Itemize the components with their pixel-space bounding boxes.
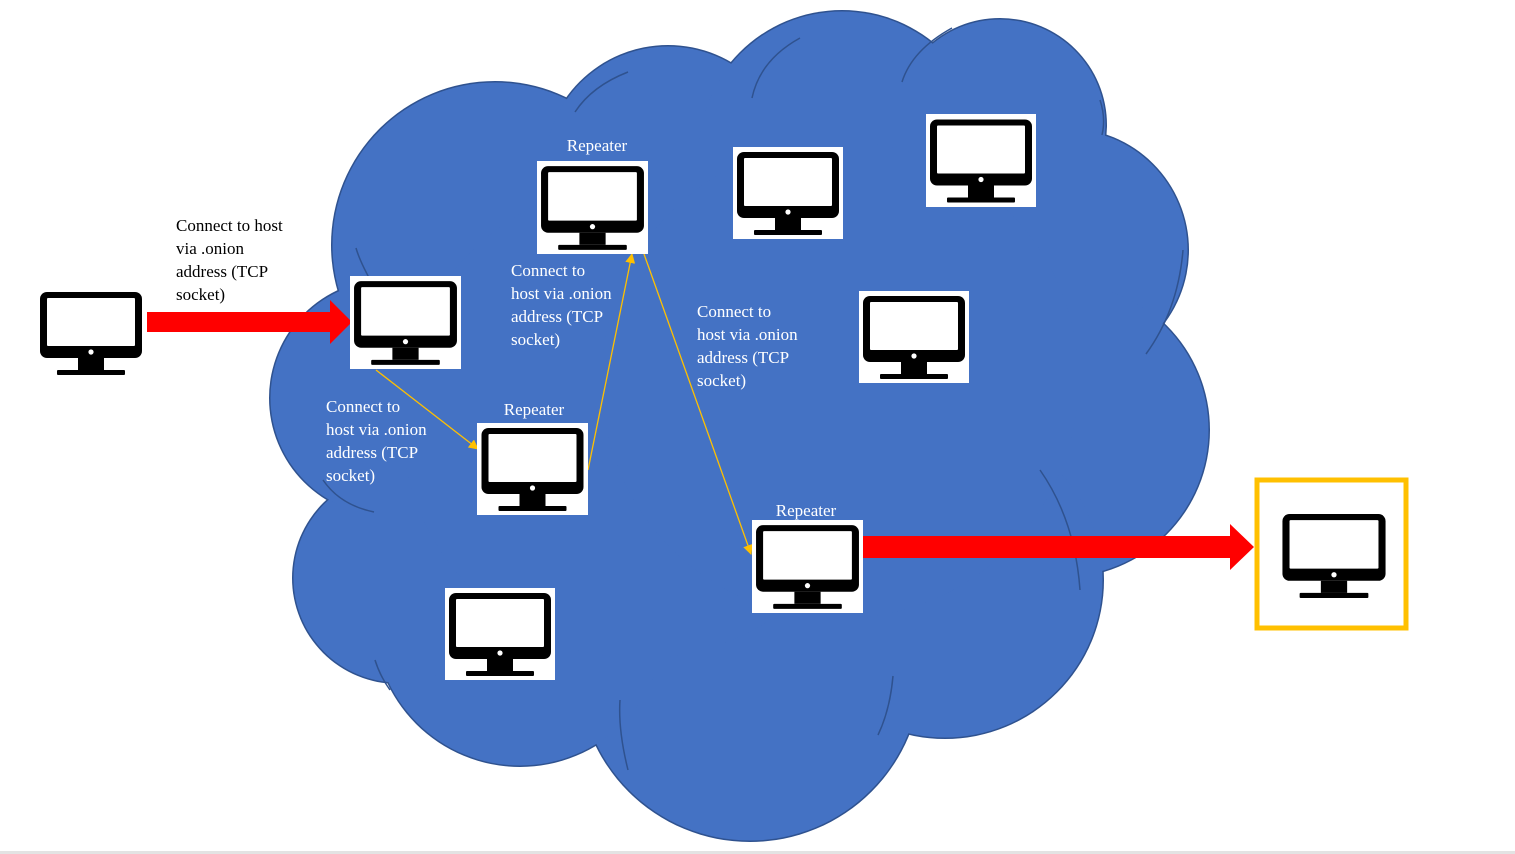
exit-connection-arrow [862,524,1254,570]
desktop-monitor-icon [481,428,584,511]
hop1-connection-label: Connect to host via .onion address (TCP … [326,397,427,485]
idle-node-computer-3 [859,291,969,383]
repeater-middle-computer [477,423,588,515]
idle-node-computer-1 [733,147,843,239]
repeater-top-computer [537,161,648,254]
hop-arrow-1 [375,369,479,450]
hop3-connection-label: Connect to host via .onion address (TCP … [697,302,798,390]
desktop-monitor-icon [863,296,965,379]
desktop-monitor-icon [756,525,859,609]
desktop-monitor-icon [354,281,457,365]
client-connection-label: Connect to host via .onion address (TCP … [176,216,283,304]
desktop-monitor-icon [541,166,644,250]
desktop-monitor-icon [930,119,1032,203]
idle-node-computer-2 [926,114,1036,207]
entry-node-computer [350,276,461,369]
hop2-connection-label: Connect to host via .onion address (TCP … [511,261,612,349]
client-computer [35,287,147,379]
client-connection-arrow [146,300,352,344]
page-bottom-rule [0,851,1515,854]
idle-node-computer-4 [445,588,555,680]
destination-host-computer [1278,509,1390,602]
hop-arrow-3 [643,253,753,555]
desktop-monitor-icon [737,152,839,235]
repeater-top-label: Repeater [566,136,628,155]
desktop-monitor-icon [40,292,142,375]
desktop-monitor-icon [449,593,551,676]
hop-arrow-2 [587,253,636,471]
repeater-exit-computer [752,520,863,613]
repeater-middle-label: Repeater [503,400,565,419]
desktop-monitor-icon [1282,514,1386,598]
repeater-exit-label: Repeater [775,501,837,520]
